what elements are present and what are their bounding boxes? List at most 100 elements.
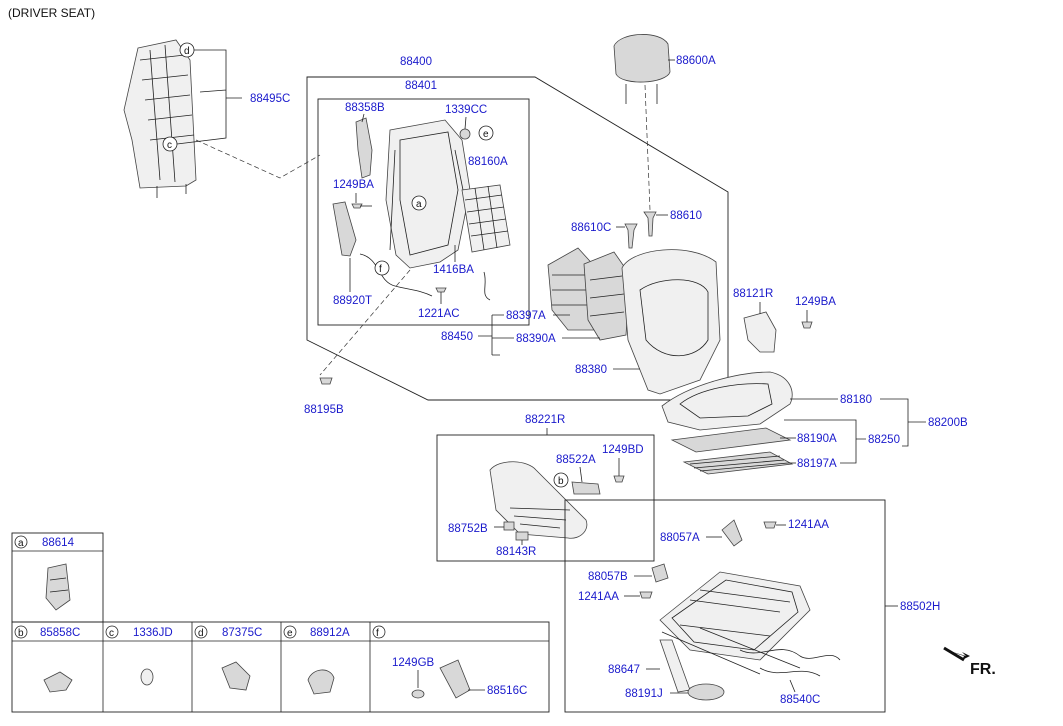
label-88190a: 88190A xyxy=(797,433,837,445)
callout-d-text: d xyxy=(184,46,190,57)
label-88195b: 88195B xyxy=(304,404,344,416)
direction-label: FR. xyxy=(970,661,996,678)
headrest-88600a xyxy=(613,34,671,104)
legend-e: e 88912A xyxy=(283,625,350,695)
callout-e-text: e xyxy=(483,129,489,140)
label-1339cc: 1339CC xyxy=(445,104,487,116)
guide-87375c xyxy=(221,661,251,691)
side-cover-88221r xyxy=(489,461,588,539)
label-88495c: 88495C xyxy=(250,93,290,105)
motor-88614 xyxy=(45,563,71,611)
cushion-cover-88180 xyxy=(661,371,793,431)
part-88358b xyxy=(355,117,373,179)
label-88200b: 88200B xyxy=(928,417,968,429)
bolt-1241aa-b xyxy=(639,591,653,599)
label-88160a: 88160A xyxy=(468,156,508,168)
seatback-cover-88380 xyxy=(621,249,721,395)
legend-d: d 87375C xyxy=(194,625,262,691)
label-1249ba-b: 1249BA xyxy=(795,296,836,308)
part-1339cc xyxy=(459,128,471,140)
legend-f-part: 1249GB xyxy=(392,657,435,669)
label-1416ba: 1416BA xyxy=(433,264,474,276)
diagram-title: (DRIVER SEAT) xyxy=(8,6,95,20)
bolt-1241aa-a xyxy=(763,521,777,529)
label-88057a-a: 88057A xyxy=(660,532,700,544)
legend-a-letter: a xyxy=(18,538,24,549)
label-88250: 88250 xyxy=(868,434,900,446)
label-88221r: 88221R xyxy=(525,414,565,426)
label-1249ba-a: 1249BA xyxy=(333,179,374,191)
label-88600a: 88600A xyxy=(676,55,716,67)
callout-b-text: b xyxy=(558,476,564,487)
label-88610: 88610 xyxy=(670,210,702,222)
bracket-88516c xyxy=(439,659,471,699)
shield-88121r xyxy=(743,311,777,353)
legend-d-part: 87375C xyxy=(222,627,262,639)
assy-88401-outline xyxy=(317,98,530,326)
pad-88190a xyxy=(670,427,792,453)
bolt-88195b xyxy=(319,377,333,385)
guide-88610 xyxy=(643,211,657,237)
legend-f: f 1249GB 88516C xyxy=(372,625,527,699)
label-88400: 88400 xyxy=(400,56,432,68)
label-88401: 88401 xyxy=(405,80,437,92)
legend-row xyxy=(11,621,550,713)
callout-a xyxy=(411,195,427,211)
label-88380: 88380 xyxy=(575,364,607,376)
bolt-1249ba-b xyxy=(801,321,813,329)
label-88180: 88180 xyxy=(840,394,872,406)
legend-c-part: 1336JD xyxy=(133,627,173,639)
legend-b: b 85858C xyxy=(14,625,80,693)
bolt-1221ac xyxy=(435,287,447,293)
callout-b xyxy=(553,472,569,488)
label-88390a: 88390A xyxy=(516,333,556,345)
label-88610c: 88610C xyxy=(571,222,611,234)
label-88358b: 88358B xyxy=(345,102,385,114)
bolt-1249ba-a xyxy=(351,203,363,209)
label-1221ac: 1221AC xyxy=(418,308,460,320)
bolt-1249bd xyxy=(613,475,625,483)
callout-f xyxy=(374,260,390,276)
wire-88160a xyxy=(483,271,491,301)
callout-c-text: c xyxy=(167,140,172,151)
wire-harness xyxy=(359,253,433,297)
lumbar-mesh-88160a xyxy=(461,184,511,253)
label-88647: 88647 xyxy=(608,664,640,676)
legend-b-part: 85858C xyxy=(40,627,80,639)
label-1241aa-b: 1241AA xyxy=(578,591,619,603)
part-88920t xyxy=(332,201,357,257)
clip-85858c xyxy=(43,671,73,693)
label-88502h: 88502H xyxy=(900,601,940,613)
label-1249bd: 1249BD xyxy=(602,444,644,456)
seat-back-cover-88495c xyxy=(123,39,197,198)
legend-e-part: 88912A xyxy=(310,627,350,639)
legend-b-letter: b xyxy=(18,628,24,639)
harness-88540c xyxy=(739,649,841,677)
belt-88647 xyxy=(659,639,691,693)
callout-e xyxy=(478,125,494,141)
legend-e-letter: e xyxy=(287,628,293,639)
label-88121r: 88121R xyxy=(733,288,773,300)
knob-88752b xyxy=(503,521,515,531)
bracket-88057b xyxy=(651,563,669,583)
legend-c: c 1336JD xyxy=(105,625,173,686)
grommet-1336jd xyxy=(140,668,154,686)
label-88397a: 88397A xyxy=(506,310,546,322)
legend-f-part2: 88516C xyxy=(487,685,527,697)
legend-c-letter: c xyxy=(109,628,114,639)
callout-a-text: a xyxy=(416,199,422,210)
legend-a: a 88614 xyxy=(11,532,104,623)
legend-a-part: 88614 xyxy=(42,537,75,549)
guide-88610c xyxy=(624,223,638,249)
cover-88191j xyxy=(687,683,725,701)
label-88920t: 88920T xyxy=(333,295,372,307)
nut-88912a xyxy=(307,669,335,695)
label-88540c: 88540C xyxy=(780,694,820,706)
label-88522a: 88522A xyxy=(556,454,596,466)
label-88752b: 88752B xyxy=(448,523,488,535)
bracket-88057a xyxy=(721,519,743,547)
seat-track-frame xyxy=(659,571,811,675)
label-88450: 88450 xyxy=(441,331,473,343)
label-88191j: 88191J xyxy=(625,688,663,700)
